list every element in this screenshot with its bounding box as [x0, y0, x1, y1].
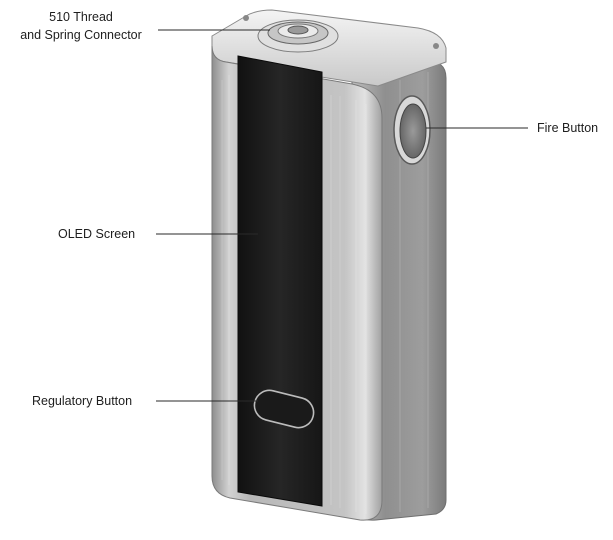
regulatory-button-label: Regulatory Button [32, 394, 133, 408]
connector-label-line2: and Spring Connector [20, 28, 142, 42]
connector-label: 510 Thread and Spring Connector [8, 8, 154, 44]
fire-button-label: Fire Button [537, 121, 599, 135]
regulatory-button-shape [253, 389, 315, 429]
screw-left [243, 15, 249, 21]
oled-screen-panel [237, 55, 323, 507]
oled-screen-label: OLED Screen [58, 227, 136, 241]
brushed-metal-texture [221, 72, 429, 514]
connector-label-line1: 510 Thread [49, 10, 113, 24]
connector-shape [257, 19, 339, 53]
fire-button-shape [393, 95, 431, 165]
screw-right [433, 43, 439, 49]
